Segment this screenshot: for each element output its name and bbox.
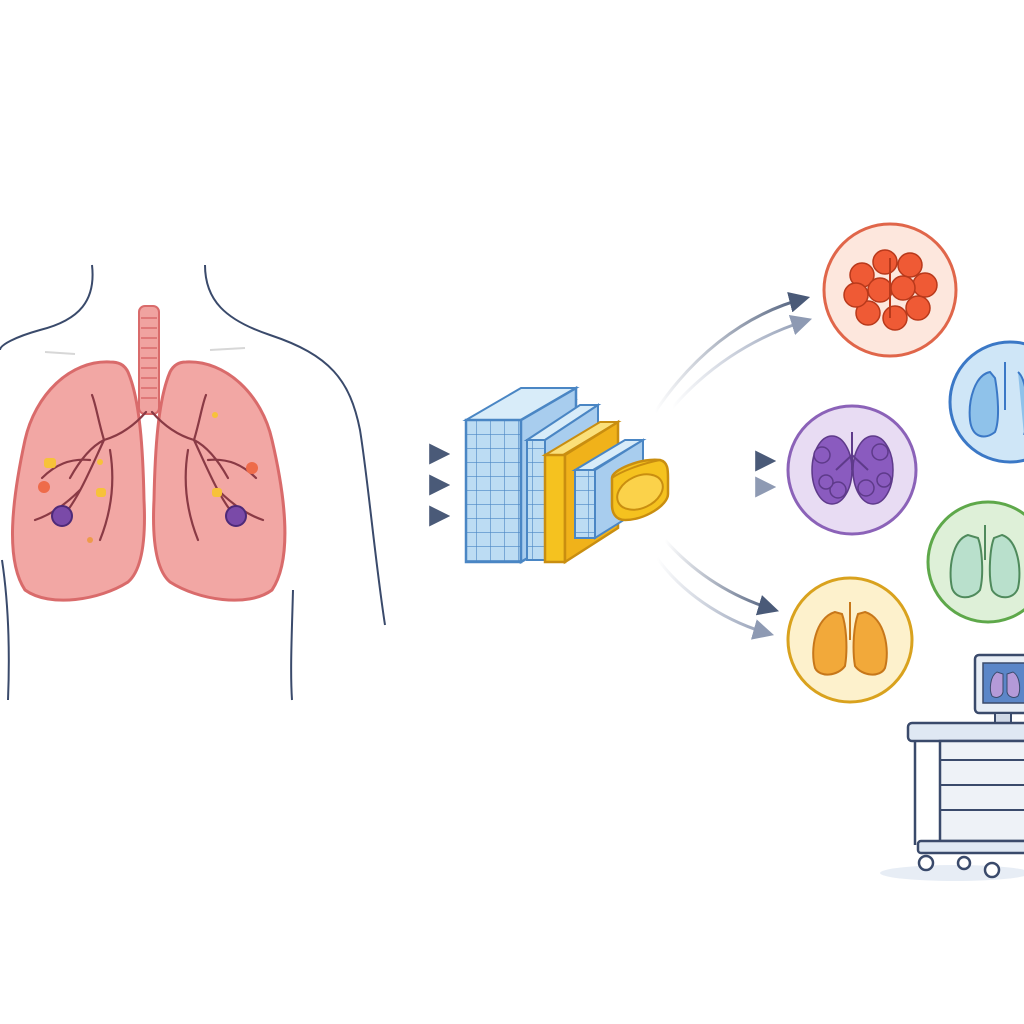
lung-class-purple-icon <box>786 404 918 536</box>
left-lung <box>10 360 146 602</box>
lung-class-green-icon <box>926 500 1024 624</box>
lung-class-orange-icon <box>786 576 914 704</box>
workstation-monitor <box>973 653 1024 724</box>
lung-class-red-icon <box>822 222 958 358</box>
body-outline-right <box>204 264 386 626</box>
lung-nodules <box>38 412 258 543</box>
output-arrows <box>653 292 813 640</box>
output-classes <box>786 222 1024 704</box>
layer-block-5 <box>610 458 670 522</box>
lung-class-blue-icon <box>948 340 1024 464</box>
chest-with-lungs-icon <box>0 264 386 701</box>
body-outline <box>0 264 94 351</box>
body-outline-right-arm <box>290 589 294 701</box>
body-outline-left-arm <box>1 559 10 701</box>
trachea <box>138 305 160 415</box>
medical-workstation-icon <box>880 653 1024 881</box>
neural-network-layers-icon <box>462 385 670 565</box>
right-lung <box>152 360 287 602</box>
input-arrows <box>230 443 451 527</box>
workstation-cabinet <box>913 739 1024 845</box>
